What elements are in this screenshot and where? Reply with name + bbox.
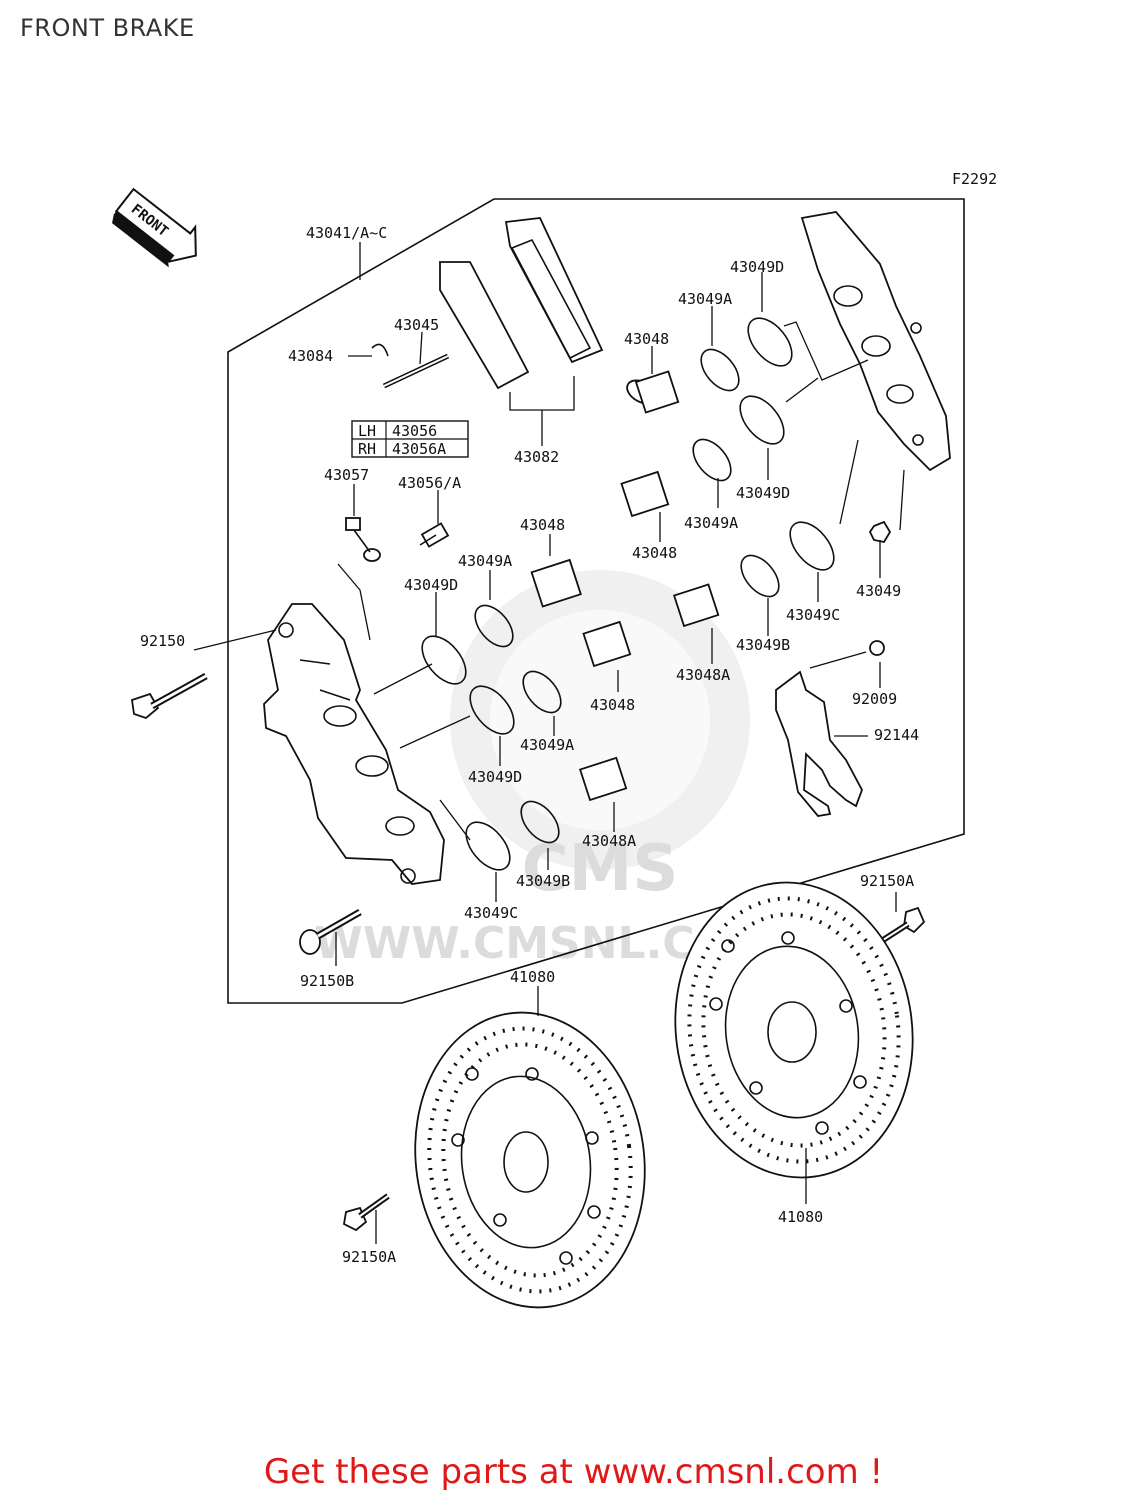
- callout-label: 43049B: [736, 636, 790, 654]
- caliper-body: [263, 603, 445, 885]
- callout-label: 43049A: [678, 290, 732, 308]
- callout-label: 43082: [514, 448, 559, 466]
- callout-label: 43049: [856, 582, 901, 600]
- callout-label: 43049D: [468, 768, 522, 786]
- piston-seals: [421, 317, 835, 871]
- caliper-mount-bolt-upper: [131, 672, 208, 720]
- callout-label: 43049A: [684, 514, 738, 532]
- table-part-rh: 43056A: [392, 440, 446, 458]
- figure-code: F2292: [952, 170, 997, 188]
- brake-disc-right: [674, 881, 914, 1179]
- caliper-mount-bolt-lower: [299, 908, 362, 955]
- callout-label: 43045: [394, 316, 439, 334]
- footer-shop-link[interactable]: Get these parts at www.cmsnl.com !: [263, 1452, 884, 1492]
- callout-label: 43056/A: [398, 474, 461, 492]
- callout-label: 43049D: [736, 484, 790, 502]
- brake-disc-left: [414, 1011, 646, 1309]
- front-direction-tag: FRONT: [112, 187, 197, 268]
- callout-label: 41080: [510, 968, 555, 986]
- callout-label: 43048: [632, 544, 677, 562]
- callout-label: 92150A: [342, 1248, 396, 1266]
- callout-label: 43048: [590, 696, 635, 714]
- callout-label: 43041/A~C: [306, 224, 387, 242]
- callout-label: 43084: [288, 347, 333, 365]
- callout-label: 43048A: [582, 832, 636, 850]
- leader-lines: [193, 242, 905, 1244]
- callout-label: 43049B: [516, 872, 570, 890]
- disc-screw-right: [878, 906, 926, 945]
- bleeder-valve: [419, 522, 450, 548]
- callout-label: 43049A: [520, 736, 574, 754]
- caliper-body-outer: [800, 211, 951, 472]
- callout-label: 92009: [852, 690, 897, 708]
- brake-pads: [439, 217, 604, 390]
- callout-label: 92150: [140, 632, 185, 650]
- callout-label: 43049A: [458, 552, 512, 570]
- callouts: 43041/A~C 43045 43084 43082 43048 43049A…: [140, 224, 919, 1266]
- bleeder-cap: [345, 517, 381, 562]
- callout-label: 43057: [324, 466, 369, 484]
- caliper-assembly-frame: [227, 198, 965, 1004]
- caliper-bracket: [775, 670, 863, 817]
- callout-label: 92144: [874, 726, 919, 744]
- callout-label: 43049D: [404, 576, 458, 594]
- callout-label: 92150B: [300, 972, 354, 990]
- table-part-lh: 43056: [392, 422, 437, 440]
- callout-label: 43049C: [786, 606, 840, 624]
- callout-label: 43049D: [730, 258, 784, 276]
- side-table: LH 43056 RH 43056A: [351, 420, 469, 458]
- bracket-screw: [869, 640, 885, 656]
- callout-label: 43048A: [676, 666, 730, 684]
- table-side-rh: RH: [358, 440, 376, 458]
- pistons: [530, 370, 720, 802]
- callout-label: 43049C: [464, 904, 518, 922]
- page-title: FRONT BRAKE: [20, 14, 195, 42]
- callout-label: 41080: [778, 1208, 823, 1226]
- caliper-nut: [868, 520, 892, 544]
- pad-pin: [371, 343, 450, 389]
- callout-label: 92150A: [860, 872, 914, 890]
- disc-screw-left: [343, 1193, 390, 1232]
- callout-label: 43048: [624, 330, 669, 348]
- table-side-lh: LH: [358, 422, 376, 440]
- callout-label: 43048: [520, 516, 565, 534]
